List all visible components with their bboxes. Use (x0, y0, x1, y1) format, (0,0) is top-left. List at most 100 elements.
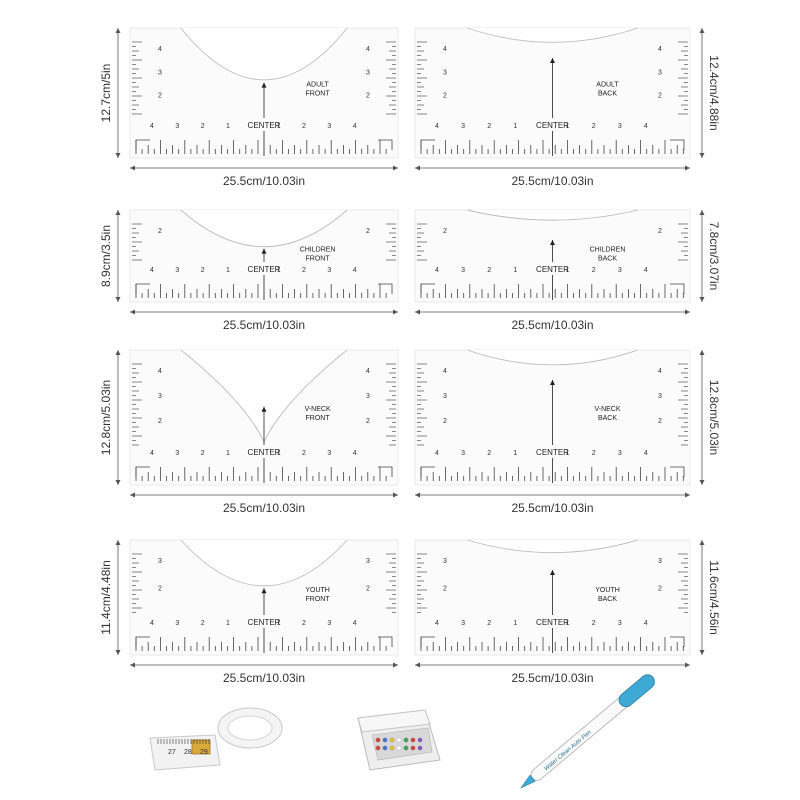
width-dimension-text: 25.5cm/10.03in (511, 174, 593, 188)
width-arrow-left (130, 309, 135, 315)
bottom-scale-number: 4 (353, 450, 357, 457)
width-arrow-left (415, 662, 420, 668)
width-arrow-left (415, 165, 420, 171)
corner-bracket (378, 139, 393, 150)
bottom-scale-number: 2 (201, 123, 205, 130)
bottom-scale-number: 1 (226, 450, 230, 457)
height-arrow-top (115, 210, 121, 215)
width-arrow-left (415, 309, 420, 315)
width-arrow-right (393, 492, 398, 498)
ruler-type-label: V-NECK (594, 406, 620, 413)
neckline-cut (467, 209, 638, 221)
width-arrow-left (130, 662, 135, 668)
center-label: CENTER (248, 121, 281, 130)
side-scale-number: 4 (658, 46, 662, 53)
bottom-scale-number: 1 (513, 450, 517, 457)
pin-head (403, 737, 409, 743)
side-scale-number: 2 (366, 418, 370, 425)
pen: Water Clean Auto Pen (520, 674, 655, 789)
side-scale-number: 2 (443, 228, 447, 235)
side-scale-number: 2 (443, 418, 447, 425)
bottom-scale-number: 1 (277, 123, 281, 130)
side-scale-number: 3 (658, 558, 662, 565)
ruler-type-label: ADULT (306, 82, 329, 89)
center-label: CENTER (536, 121, 569, 130)
pin-box-lid (357, 709, 431, 733)
center-arrow-head (261, 406, 267, 412)
height-arrow-top (115, 350, 121, 355)
center-arrow-head (261, 248, 267, 254)
height-dimension-text: 12.8cm/5.03in (707, 380, 721, 455)
tape-number: 29 (200, 749, 208, 756)
pin-box (357, 709, 441, 771)
bottom-scale-number: 3 (175, 123, 179, 130)
ruler-type-label: BACK (598, 415, 617, 422)
corner-bracket (670, 466, 685, 477)
bottom-scale-number: 1 (226, 267, 230, 274)
side-scale-number: 3 (158, 69, 162, 76)
tape-number: 28 (184, 749, 192, 756)
bottom-scale-number: 2 (487, 450, 491, 457)
height-arrow-bottom (115, 297, 121, 302)
side-scale-number: 2 (158, 586, 162, 593)
pen-tip (520, 774, 536, 789)
side-scale-number: 2 (158, 93, 162, 100)
center-arrow-head (550, 570, 555, 575)
pin-head (410, 737, 416, 743)
height-arrow-bottom (115, 480, 121, 485)
side-scale-number: 2 (658, 93, 662, 100)
width-arrow-left (415, 492, 420, 498)
bottom-scale-number: 2 (302, 267, 306, 274)
bottom-scale-number: 1 (566, 450, 570, 457)
ruler-type-label: BACK (598, 255, 617, 262)
tape-coil-inner (227, 715, 273, 741)
corner-bracket (670, 636, 685, 647)
bottom-scale-number: 1 (513, 123, 517, 130)
height-arrow-bottom (699, 650, 705, 655)
height-arrow-bottom (699, 153, 705, 158)
height-arrow-top (699, 350, 705, 355)
side-scale-number: 3 (366, 558, 370, 565)
width-arrow-left (130, 492, 135, 498)
bottom-scale-number: 1 (566, 123, 570, 130)
side-scale-number: 2 (443, 586, 447, 593)
width-dimension-text: 25.5cm/10.03in (511, 318, 593, 332)
width-dimension-text: 25.5cm/10.03in (223, 501, 305, 515)
side-scale-number: 2 (658, 418, 662, 425)
side-scale-number: 4 (443, 368, 447, 375)
side-scale-number: 2 (366, 228, 370, 235)
width-arrow-right (685, 492, 690, 498)
center-label: CENTER (536, 448, 569, 457)
width-dimension-text: 25.5cm/10.03in (511, 501, 593, 515)
side-scale-number: 2 (443, 93, 447, 100)
neckline-cut (180, 209, 348, 247)
pin-head (382, 737, 388, 743)
side-scale-number: 3 (158, 393, 162, 400)
side-scale-number: 3 (443, 393, 447, 400)
side-scale-number: 2 (366, 93, 370, 100)
side-scale-number: 2 (658, 586, 662, 593)
corner-bracket (378, 283, 393, 294)
side-scale-number: 4 (158, 46, 162, 53)
center-label: CENTER (536, 265, 569, 274)
ruler-type-label: CHILDREN (590, 246, 626, 253)
center-label: CENTER (248, 448, 281, 457)
height-arrow-bottom (115, 650, 121, 655)
pin-head (375, 745, 381, 751)
bottom-scale-number: 3 (461, 450, 465, 457)
side-scale-number: 3 (366, 69, 370, 76)
neckline-cut (467, 349, 638, 366)
bottom-scale-number: 4 (150, 620, 154, 627)
side-scale-number: 4 (443, 46, 447, 53)
bottom-scale-number: 2 (201, 267, 205, 274)
height-dimension-text: 11.6cm/4.56in (707, 560, 721, 635)
bottom-scale-number: 2 (302, 620, 306, 627)
neckline-cut (467, 27, 638, 43)
height-arrow-top (115, 540, 121, 545)
center-arrow-head (261, 82, 267, 88)
